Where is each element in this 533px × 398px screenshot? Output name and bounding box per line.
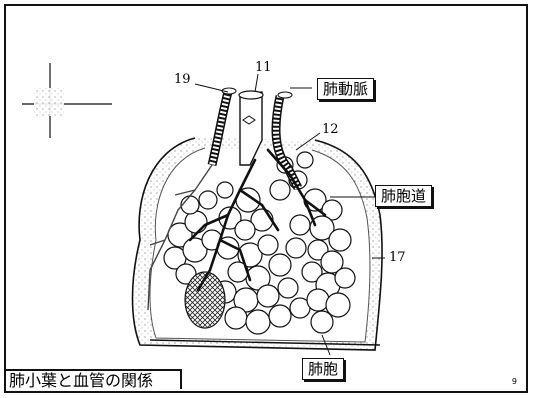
slide-caption: 肺小葉と血管の関係: [6, 369, 182, 389]
label-number-17: 17: [389, 250, 406, 265]
callout-alveolus: 肺胞: [302, 358, 344, 380]
crosshair-mark: [22, 63, 112, 138]
label-number-12: 12: [322, 122, 339, 137]
label-number-11: 11: [255, 60, 272, 75]
label-number-19: 19: [174, 72, 191, 87]
callout-pulmonary-artery: 肺動脈: [317, 78, 374, 100]
callout-alveolar-duct: 肺胞道: [375, 185, 432, 207]
page-number: 9: [512, 377, 517, 386]
